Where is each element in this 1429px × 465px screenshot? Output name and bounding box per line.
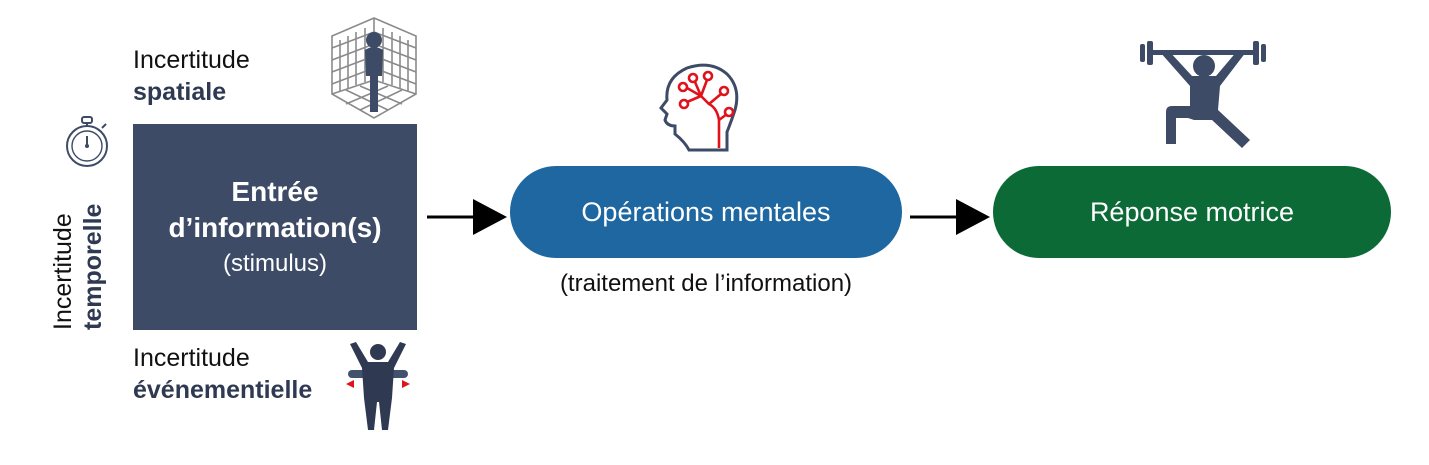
mental-operations-caption: (traitement de l’information) xyxy=(559,270,853,297)
person-arms-up-arrows-icon xyxy=(346,342,410,430)
input-title-line2: d’information(s) xyxy=(168,212,382,243)
event-line1: Incertitude xyxy=(133,344,250,372)
information-input-box: Entrée d’information(s) (stimulus) xyxy=(133,124,417,330)
motor-response-node: Réponse motrice xyxy=(993,166,1391,258)
weightlifter-icon xyxy=(1140,41,1266,148)
temporal-line1: Incertitude xyxy=(49,213,77,330)
spatial-line1: Incertitude xyxy=(133,46,250,74)
arrow-mental-to-motor xyxy=(910,199,990,235)
arrow-input-to-mental xyxy=(427,199,507,235)
stopwatch-icon xyxy=(66,116,108,167)
input-title-line1: Entrée xyxy=(231,176,319,207)
temporal-line2: temporelle xyxy=(79,203,107,330)
input-subtitle: (stimulus) xyxy=(222,250,327,277)
mental-operations-label: Opérations mentales xyxy=(581,196,831,227)
event-line2: événementielle xyxy=(133,376,313,404)
person-in-grid-room-icon xyxy=(331,17,417,119)
spatial-line2: spatiale xyxy=(133,78,227,106)
mental-operations-node: Opérations mentales xyxy=(510,166,902,258)
event-uncertainty-label: Incertitude événementielle xyxy=(133,342,312,406)
temporal-uncertainty-label: Incertitude temporelle xyxy=(48,130,108,330)
head-brain-network-icon xyxy=(659,63,739,152)
motor-response-label: Réponse motrice xyxy=(1089,196,1295,227)
spatial-uncertainty-label: Incertitude spatiale xyxy=(133,44,250,108)
